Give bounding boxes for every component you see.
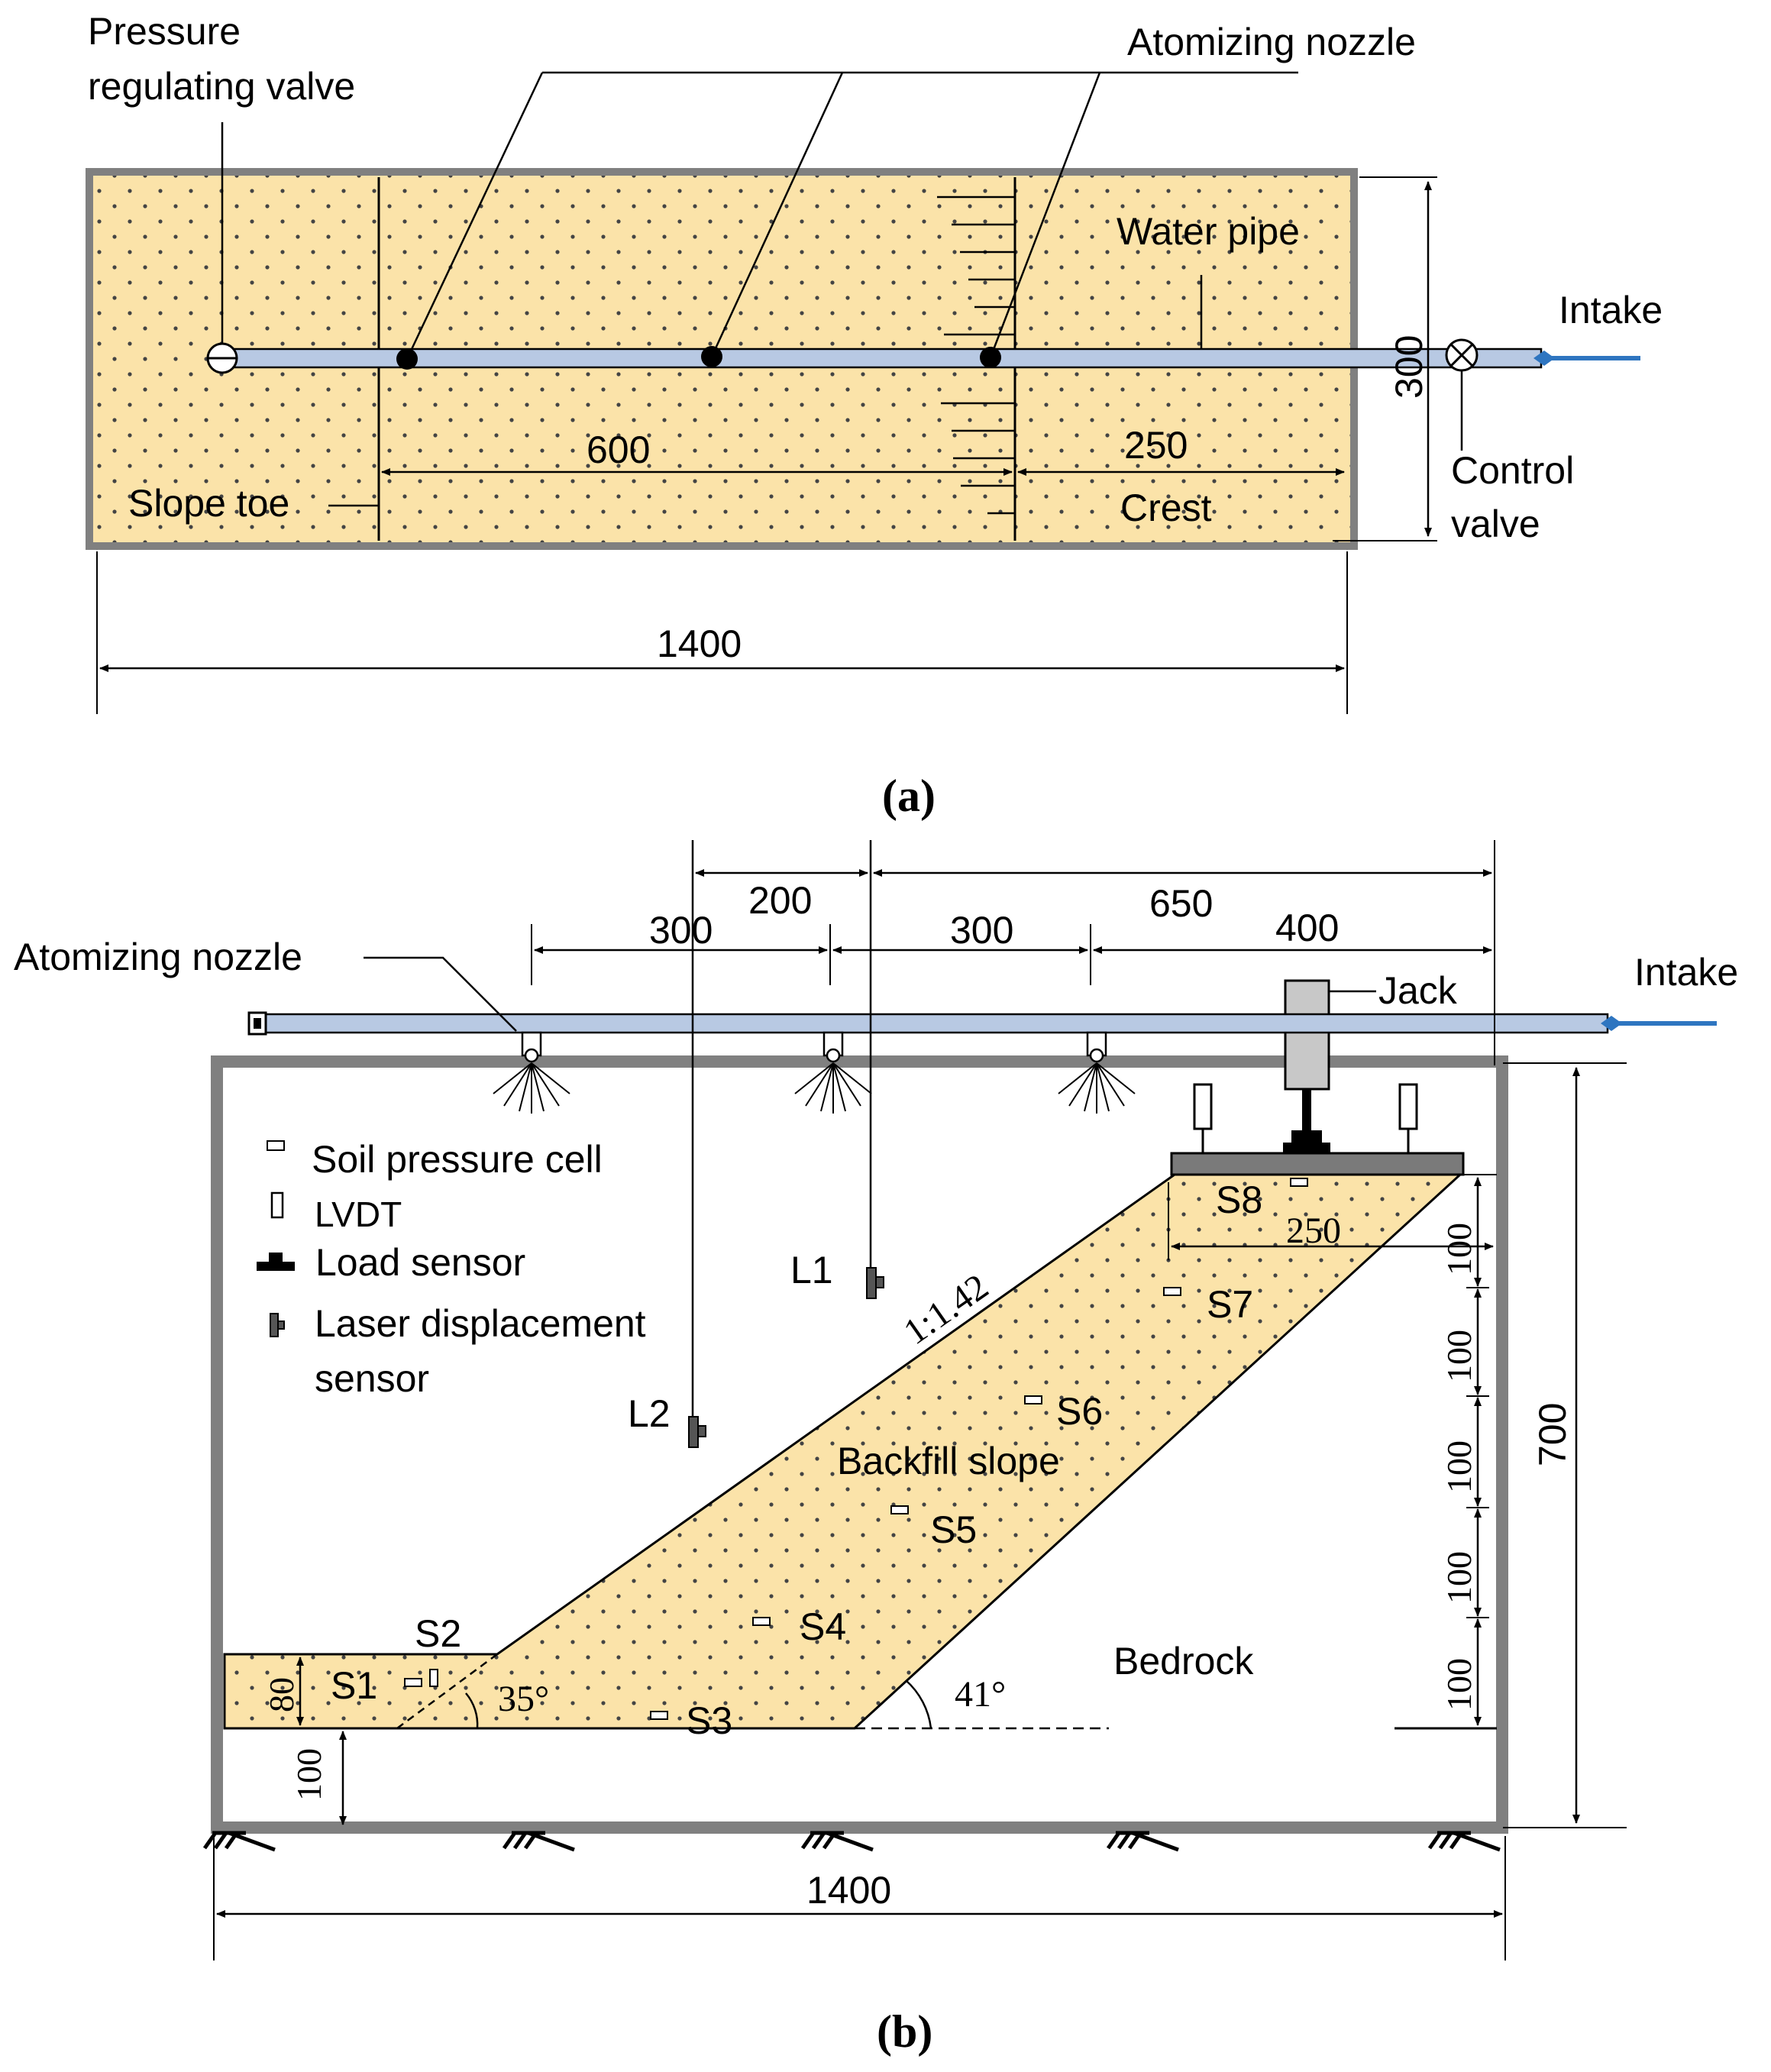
dim-100-chain-2-label: 100 xyxy=(1440,1330,1479,1382)
panel-a-intake-arrow-icon xyxy=(1533,351,1555,366)
dim-1400-b-label: 1400 xyxy=(806,1869,891,1912)
cell-s3 xyxy=(650,1711,668,1720)
dim-100-chain-1-label: 100 xyxy=(1440,1223,1479,1275)
dim-80-label: 80 xyxy=(262,1677,301,1712)
dim-300-mid-label: 300 xyxy=(950,909,1013,952)
slope-toe-label: Slope toe xyxy=(128,482,289,525)
sensor-s8-label: S8 xyxy=(1216,1178,1262,1221)
pressure-valve-label-2: regulating valve xyxy=(88,65,355,108)
jack-label: Jack xyxy=(1378,969,1458,1012)
dim-300-left-label: 300 xyxy=(649,909,713,952)
angle-35-label: 35° xyxy=(498,1679,549,1719)
nozzle-leader-lines xyxy=(406,71,1298,360)
sensor-s5-label: S5 xyxy=(930,1508,977,1551)
spray-nozzle-3 xyxy=(1058,1031,1136,1114)
cell-s2 xyxy=(429,1669,438,1687)
control-valve-label-2: valve xyxy=(1451,503,1540,545)
legend-lvdt-label: LVDT xyxy=(315,1194,402,1234)
sensor-s4-label: S4 xyxy=(800,1605,846,1648)
soil-pressure-cells xyxy=(404,1178,1308,1720)
dim-650-label: 650 xyxy=(1149,882,1213,925)
legend-lvdt-icon xyxy=(270,1191,284,1219)
dim-400-label: 400 xyxy=(1275,907,1339,949)
sensor-s6-label: S6 xyxy=(1056,1390,1103,1433)
sensor-s1-label: S1 xyxy=(331,1664,377,1707)
legend-load-sensor-icon xyxy=(257,1253,295,1271)
sensor-s2-label: S2 xyxy=(415,1612,461,1655)
lvdt-left-icon xyxy=(1193,1083,1213,1130)
dim-250-b-label: 250 xyxy=(1286,1211,1341,1251)
dim-250-label: 250 xyxy=(1124,424,1188,467)
panel-b-caption: (b) xyxy=(877,2006,932,2057)
laser-l2-icon xyxy=(688,1416,706,1448)
sensor-s7-label: S7 xyxy=(1207,1283,1253,1326)
atomizing-nozzle-label-b: Atomizing nozzle xyxy=(14,936,302,978)
loading-plate xyxy=(1170,1152,1465,1176)
panel-a-caption: (a) xyxy=(882,771,936,821)
panel-b-nozzle-leader xyxy=(364,956,517,1032)
dim-200-label: 200 xyxy=(748,879,812,922)
support-icons xyxy=(202,1831,1501,1852)
dim-100-chain-3-label: 100 xyxy=(1440,1440,1479,1493)
angle-41-label: 41° xyxy=(955,1674,1006,1715)
jack-body xyxy=(1284,979,1330,1091)
intake-label-b: Intake xyxy=(1634,951,1738,994)
dim-100-chain-4-label: 100 xyxy=(1440,1551,1479,1604)
crest-label: Crest xyxy=(1120,486,1212,529)
panel-b-water-pipe xyxy=(264,1013,1609,1034)
angle-arc-41 xyxy=(905,1679,932,1729)
cell-s4 xyxy=(752,1617,771,1626)
sensor-l2-label: L2 xyxy=(628,1392,671,1435)
cell-s8 xyxy=(1290,1178,1308,1187)
cell-s5 xyxy=(890,1505,909,1514)
spray-nozzle-2 xyxy=(794,1031,872,1114)
water-pipe-label: Water pipe xyxy=(1117,210,1300,253)
dim-100-base-label: 100 xyxy=(289,1748,328,1801)
backfill-slope-label: Backfill slope xyxy=(837,1440,1060,1482)
atomizing-nozzle-label-a: Atomizing nozzle xyxy=(1127,21,1416,63)
sensor-s3-label: S3 xyxy=(686,1699,732,1742)
dim-300-label: 300 xyxy=(1388,335,1430,399)
cell-s6 xyxy=(1024,1395,1042,1404)
legend-laser-label-2: sensor xyxy=(315,1357,429,1400)
sensor-l1-label: L1 xyxy=(790,1249,833,1291)
dim-700-label: 700 xyxy=(1531,1403,1574,1466)
cell-s7 xyxy=(1163,1287,1181,1296)
spray-nozzle-1 xyxy=(493,1031,570,1114)
cell-s1 xyxy=(404,1678,422,1687)
legend-soil-cell-icon xyxy=(267,1140,285,1151)
panel-b-intake-arrow-icon xyxy=(1601,1016,1622,1031)
pressure-valve-label-1: Pressure xyxy=(88,10,241,53)
panel-a: Pressure regulating valve Atomizing nozz… xyxy=(86,10,1663,821)
dim-100-chain-5-label: 100 xyxy=(1440,1658,1479,1711)
panel-a-water-pipe xyxy=(220,347,1543,369)
dim-1400-label-a: 1400 xyxy=(657,622,742,665)
lvdt-right-icon xyxy=(1398,1083,1418,1130)
legend-laser-label-1: Laser displacement xyxy=(315,1302,646,1345)
legend-soil-cell-label: Soil pressure cell xyxy=(312,1138,603,1181)
legend-laser-icon xyxy=(270,1313,285,1337)
control-valve-label-1: Control xyxy=(1451,449,1574,492)
legend-load-sensor-label: Load sensor xyxy=(315,1241,525,1284)
intake-label-a: Intake xyxy=(1559,289,1663,331)
bedrock-label: Bedrock xyxy=(1113,1640,1254,1682)
angle-arc-35 xyxy=(465,1692,479,1729)
panel-b: Atomizing nozzle Intake Jack Soil pressu… xyxy=(14,840,1738,2057)
dim-600-label: 600 xyxy=(587,428,650,471)
laser-l1-icon xyxy=(866,1267,884,1299)
